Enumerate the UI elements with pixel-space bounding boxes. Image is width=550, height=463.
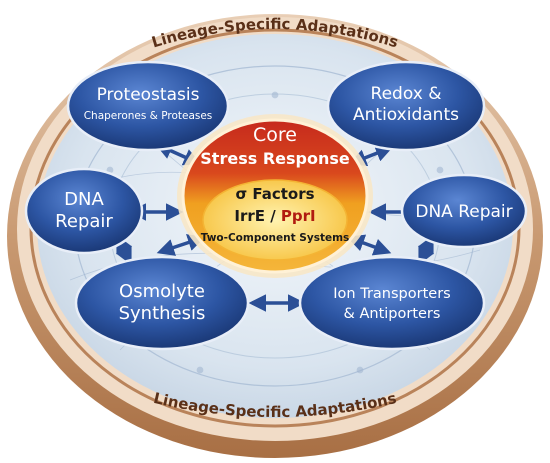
core-regulators: IrrE / PprI bbox=[234, 207, 315, 225]
ion-line2: & Antiporters bbox=[344, 306, 441, 322]
dna-repair-left-line1: DNA bbox=[64, 189, 104, 210]
redox-line1: Redox & bbox=[371, 84, 442, 104]
core-title-line2: Stress Response bbox=[200, 149, 350, 168]
core-ppri: PprI bbox=[281, 207, 316, 225]
dna-repair-left-line2: Repair bbox=[55, 211, 113, 232]
module-proteostasis: Proteostasis Chaperones & Proteases bbox=[66, 60, 230, 152]
core-inner-panel bbox=[202, 179, 348, 261]
core-title-line1: Core bbox=[253, 124, 297, 146]
redox-line2: Antioxidants bbox=[353, 105, 459, 125]
osmolyte-line1: Osmolyte bbox=[119, 281, 205, 302]
module-dna-repair-right: DNA Repair bbox=[400, 173, 528, 249]
module-ion-transporters: Ion Transporters & Antiporters bbox=[298, 255, 486, 351]
core-sigma-factors: σ Factors bbox=[235, 185, 314, 203]
core-slash: / bbox=[265, 207, 281, 225]
ion-line1: Ion Transporters bbox=[333, 286, 450, 302]
dna-repair-right-line1: DNA Repair bbox=[415, 202, 512, 222]
proteostasis-subtitle: Chaperones & Proteases bbox=[84, 110, 213, 122]
module-dna-repair-left: DNA Repair bbox=[24, 167, 144, 255]
osmolyte-line2: Synthesis bbox=[119, 303, 206, 324]
module-redox: Redox & Antioxidants bbox=[326, 60, 486, 152]
proteostasis-title: Proteostasis bbox=[97, 85, 200, 105]
core-stress-response: Core Stress Response σ Factors IrrE / Pp… bbox=[177, 114, 373, 278]
core-irre: IrrE bbox=[234, 207, 265, 225]
module-osmolyte: Osmolyte Synthesis bbox=[74, 255, 250, 351]
core-two-component: Two-Component Systems bbox=[201, 232, 350, 244]
